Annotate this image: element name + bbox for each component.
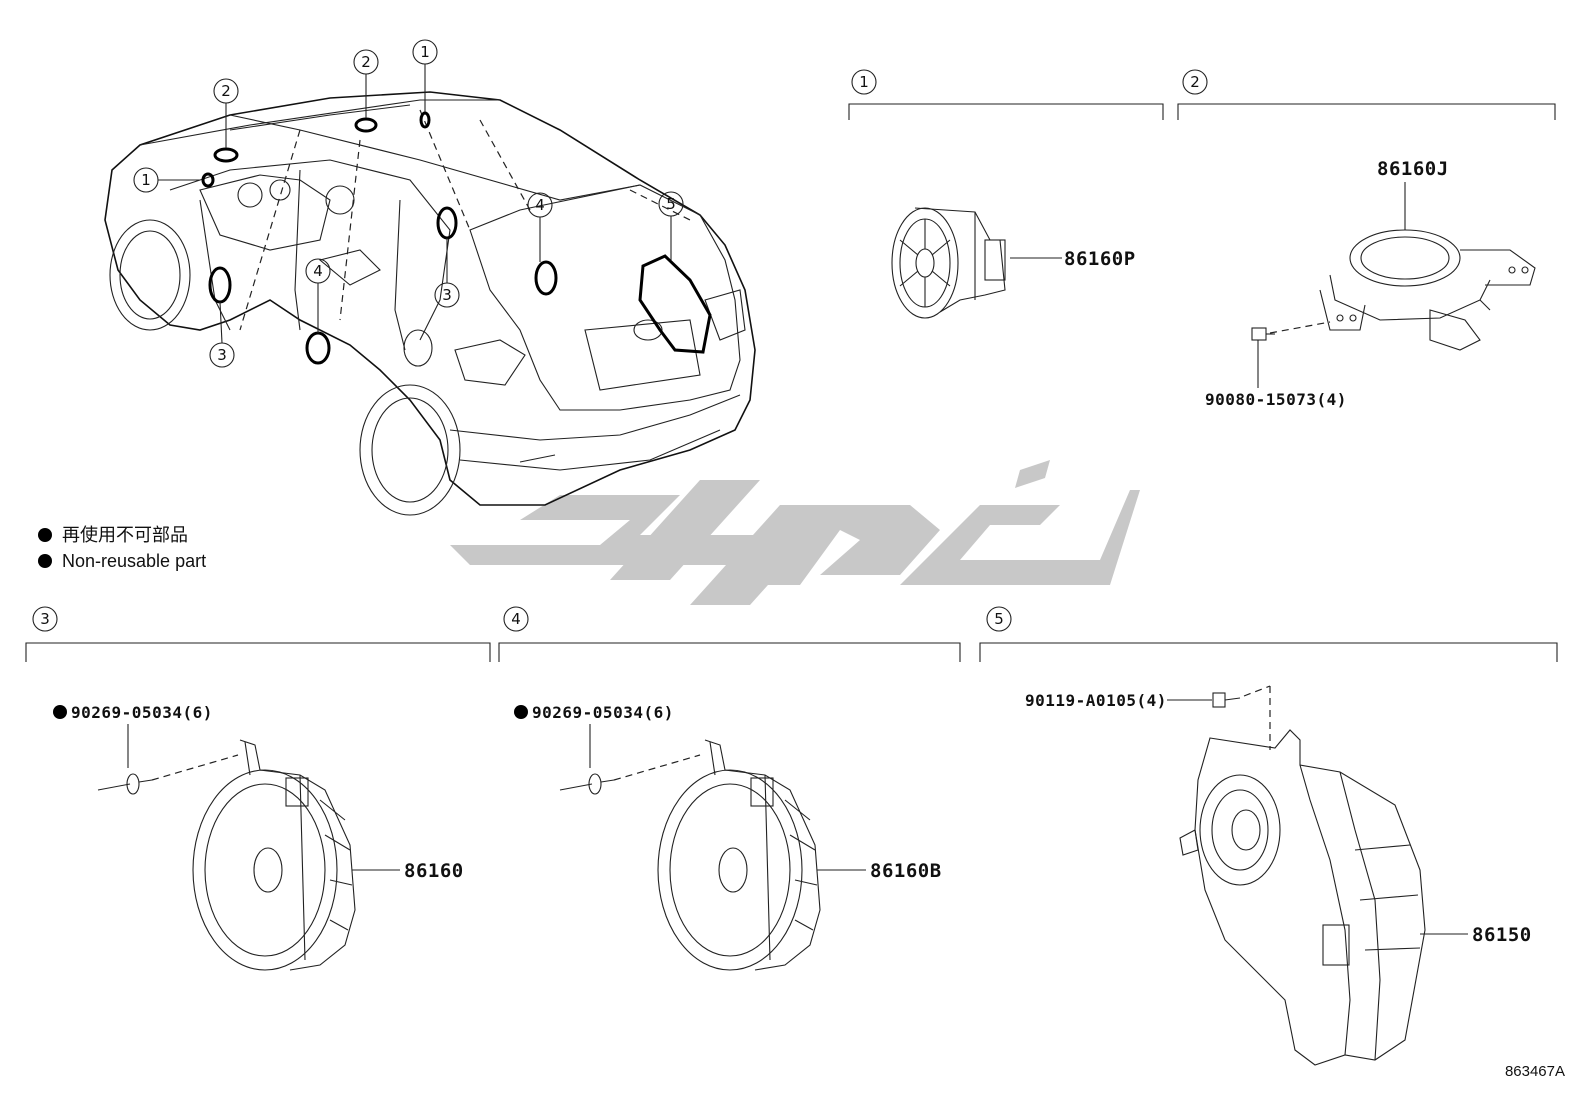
section-3: 3 90269-05034(6) 86160 bbox=[25, 606, 491, 971]
dash-speaker-bracket bbox=[1319, 229, 1536, 351]
speaker-marker-tweeter-left bbox=[201, 172, 215, 188]
non-reusable-bullet-icon bbox=[38, 554, 52, 568]
part-number-86160P: 86160P bbox=[1064, 248, 1136, 270]
callout-4-left: 4 bbox=[305, 258, 331, 284]
non-reusable-bullet-icon bbox=[38, 528, 52, 542]
svg-text:2: 2 bbox=[1190, 73, 1200, 91]
svg-text:4: 4 bbox=[535, 196, 545, 214]
rivet-icon bbox=[559, 773, 615, 795]
callout-4-right: 4 bbox=[527, 192, 553, 218]
callout-3-left: 3 bbox=[209, 342, 235, 368]
non-reusable-bullet-icon bbox=[514, 705, 528, 719]
svg-text:2: 2 bbox=[221, 82, 231, 100]
part-number-86160B: 86160B bbox=[870, 860, 942, 882]
svg-text:5: 5 bbox=[666, 195, 676, 213]
figure-reference-code: 863467A bbox=[1505, 1063, 1565, 1080]
svg-text:3: 3 bbox=[442, 286, 452, 304]
speaker-marker-front-door-right bbox=[436, 206, 458, 240]
rivet-icon bbox=[97, 773, 153, 795]
part-number-90080-15073: 90080-15073(4) bbox=[1205, 390, 1347, 409]
svg-text:4: 4 bbox=[511, 610, 521, 628]
svg-text:1: 1 bbox=[420, 43, 430, 61]
section-2: 2 86160J 90080-15073(4) bbox=[1177, 69, 1556, 409]
part-number-86150: 86150 bbox=[1472, 924, 1532, 946]
vehicle-overview: 1 2 2 1 4 5 3 4 bbox=[104, 39, 756, 516]
section-5: 5 90119-A0105(4) 86150 bbox=[979, 606, 1558, 1066]
tweeter-speaker bbox=[891, 207, 1006, 319]
part-number-90269-05034: 90269-05034(6) bbox=[71, 703, 213, 722]
speaker-marker-dash-right bbox=[354, 117, 378, 133]
callout-1-right: 1 bbox=[412, 39, 438, 65]
svg-text:5: 5 bbox=[994, 610, 1004, 628]
part-number-90269-05034-rear: 90269-05034(6) bbox=[532, 703, 674, 722]
legend: 再使用不可部品 Non-reusable part bbox=[38, 525, 206, 571]
part-number-86160: 86160 bbox=[404, 860, 464, 882]
section-4: 4 90269-05034(6) 86160B bbox=[498, 606, 961, 971]
door-speaker-86160 bbox=[192, 739, 356, 971]
bolt-icon bbox=[1212, 692, 1241, 708]
callout-1-left: 1 bbox=[133, 167, 159, 193]
section-1: 1 86160P bbox=[848, 69, 1164, 319]
door-speaker-86160B bbox=[657, 739, 821, 971]
svg-text:3: 3 bbox=[217, 346, 227, 364]
speaker-marker-rear-door-left bbox=[305, 331, 331, 365]
svg-text:1: 1 bbox=[859, 73, 869, 91]
part-number-90119-A0105: 90119-A0105(4) bbox=[1025, 691, 1167, 710]
svg-text:4: 4 bbox=[313, 262, 323, 280]
speaker-marker-rear-door-right bbox=[534, 260, 558, 296]
svg-text:1: 1 bbox=[141, 171, 151, 189]
svg-text:3: 3 bbox=[40, 610, 50, 628]
screw-icon bbox=[1251, 327, 1275, 341]
part-number-86160J: 86160J bbox=[1377, 158, 1449, 180]
callout-5: 5 bbox=[658, 191, 684, 217]
speaker-marker-subwoofer bbox=[638, 254, 712, 354]
subwoofer-86150 bbox=[1179, 729, 1426, 1066]
callout-2-right: 2 bbox=[353, 49, 379, 75]
legend-note-jp: 再使用不可部品 bbox=[62, 525, 188, 545]
non-reusable-bullet-icon bbox=[53, 705, 67, 719]
speaker-marker-tweeter-right bbox=[419, 111, 431, 129]
svg-text:2: 2 bbox=[361, 53, 371, 71]
watermark-logo bbox=[450, 460, 1140, 605]
callout-2-left: 2 bbox=[213, 78, 239, 104]
speaker-marker-dash-left bbox=[213, 147, 239, 163]
callout-3-right: 3 bbox=[434, 282, 460, 308]
legend-note-en: Non-reusable part bbox=[62, 551, 206, 571]
